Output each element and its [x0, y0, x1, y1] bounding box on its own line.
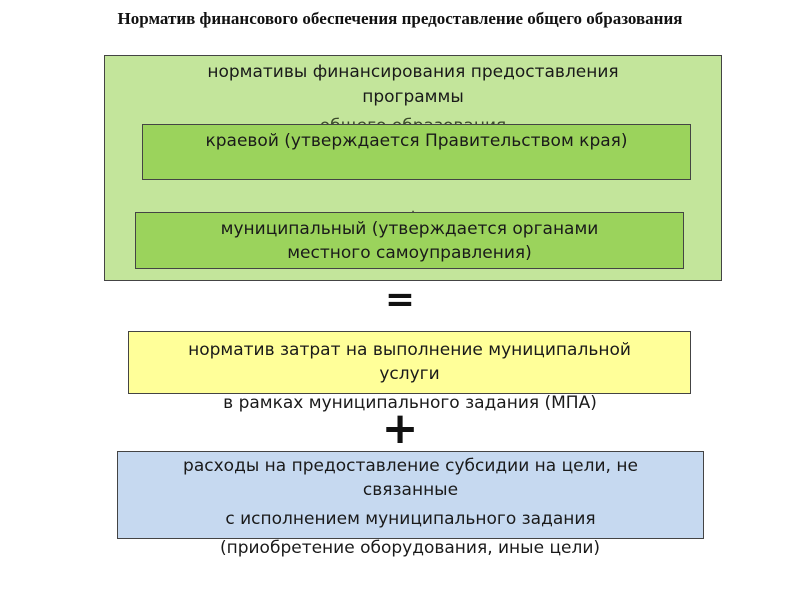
subsidy-expenses-line1: расходы на предоставление субсидии на це…: [183, 456, 638, 476]
cost-standard-line2: услуги: [379, 364, 440, 384]
regional-standard-box: [142, 124, 691, 180]
subsidy-expenses-line2: связанные: [362, 480, 459, 500]
cost-standard-line1: норматив затрат на выполнение муниципаль…: [188, 340, 631, 360]
cost-standard-line3: в рамках муниципального задания (МПА): [223, 393, 597, 413]
municipal-standard-line2: местного самоуправления): [287, 243, 532, 263]
cost-standard-box: [128, 331, 691, 394]
financing-standards-line2: программы: [362, 87, 464, 107]
subsidy-expenses-box: [117, 451, 704, 539]
financing-standards-line1: нормативы финансирования предоставления: [207, 62, 619, 82]
municipal-standard-line1: муниципальный (утверждается органами: [220, 219, 599, 239]
plus-sign: +: [381, 403, 419, 454]
municipal-standard-box: [135, 212, 684, 269]
subsidy-expenses-line4: (приобретение оборудования, иные цели): [219, 538, 601, 558]
page-title: Норматив финансового обеспечения предост…: [117, 9, 683, 28]
subsidy-expenses-line3: с исполнением муниципального задания: [225, 509, 596, 529]
regional-standard-text: краевой (утверждается Правительством кра…: [205, 131, 628, 151]
equals-sign: =: [384, 279, 416, 320]
